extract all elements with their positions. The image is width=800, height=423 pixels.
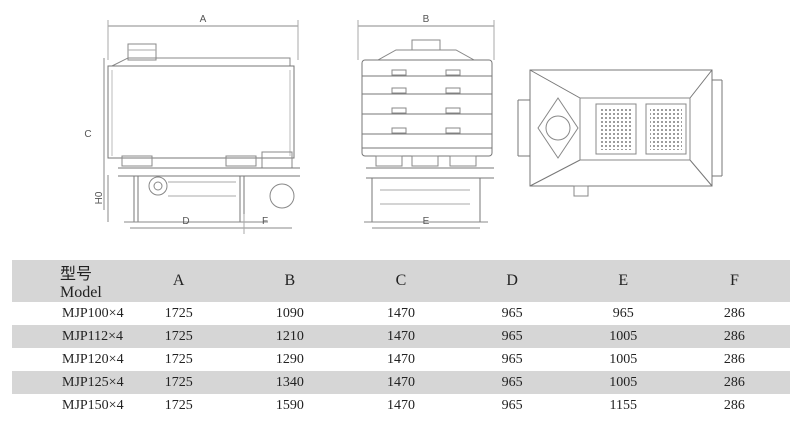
dim-c-label: C <box>84 129 91 140</box>
table-row: MJP150×4 1725 1590 1470 965 1155 286 <box>12 394 790 417</box>
table-row: MJP125×4 1725 1340 1470 965 1005 286 <box>12 371 790 394</box>
model-cell: MJP100×4 <box>62 305 124 321</box>
table-cell: 965 <box>501 397 523 413</box>
model-cell: MJP125×4 <box>12 371 124 394</box>
model-cell: MJP150×4 <box>62 397 124 413</box>
table-cell: 1725 <box>123 325 235 348</box>
table-cell: 286 <box>678 325 790 348</box>
table-cell: 1090 <box>275 305 304 321</box>
table-cell: 1590 <box>275 397 304 413</box>
dim-height-label: H0 <box>94 191 105 204</box>
table-cell: 1470 <box>386 351 415 367</box>
perforated-plate-right <box>645 103 687 155</box>
table-cell: 1340 <box>234 371 346 394</box>
perforated-plate-left <box>595 103 637 155</box>
table-cell: 1470 <box>386 305 415 321</box>
table-cell: 1725 <box>164 305 193 321</box>
top-view <box>517 69 723 197</box>
table-cell: 1005 <box>567 325 679 348</box>
table-cell: 1470 <box>386 397 415 413</box>
header-cell: B <box>234 260 346 302</box>
header-cell: D <box>456 260 568 302</box>
side-view: B E <box>357 14 495 229</box>
table-cell: 1210 <box>234 325 346 348</box>
table-cell: 965 <box>501 305 523 321</box>
table-cell: 1290 <box>275 351 304 367</box>
table-cell: 965 <box>501 351 523 367</box>
table-row: MJP100×4 1725 1090 1470 965 965 286 <box>12 302 790 325</box>
table-header-row: 型号Model A B C D E F <box>12 260 790 302</box>
table-cell: 1725 <box>164 397 193 413</box>
header-cell: F <box>678 260 790 302</box>
table-cell: 286 <box>678 371 790 394</box>
table-cell: 286 <box>723 351 745 367</box>
header-cell: 型号Model <box>12 260 124 302</box>
dim-d-label: D <box>182 216 189 227</box>
table-cell: 286 <box>723 305 745 321</box>
dim-b-label: B <box>423 14 430 25</box>
table-cell: 1005 <box>567 371 679 394</box>
front-view: A C H0 D F <box>84 14 300 234</box>
table-cell: 1725 <box>123 371 235 394</box>
header-cell: A <box>123 260 235 302</box>
table-cell: 1470 <box>345 371 457 394</box>
dim-f-label: F <box>262 216 268 227</box>
table-cell: 286 <box>723 397 745 413</box>
table-cell: 1005 <box>609 351 638 367</box>
table-cell: 965 <box>456 371 568 394</box>
spec-table: 型号Model A B C D E F MJP100×4 1725 1090 1… <box>12 260 790 417</box>
model-cell: MJP112×4 <box>12 325 124 348</box>
header-cell: E <box>567 260 679 302</box>
table-cell: 1155 <box>609 397 638 413</box>
model-cell: MJP120×4 <box>62 351 124 367</box>
header-cell: C <box>345 260 457 302</box>
table-cell: 1725 <box>164 351 193 367</box>
dim-e-label: E <box>423 216 430 227</box>
table-cell: 1470 <box>345 325 457 348</box>
table-row: MJP112×4 1725 1210 1470 965 1005 286 <box>12 325 790 348</box>
table-row: MJP120×4 1725 1290 1470 965 1005 286 <box>12 348 790 371</box>
table-cell: 965 <box>456 325 568 348</box>
technical-drawings: A C H0 D F <box>84 14 723 234</box>
dim-a-label: A <box>200 14 207 25</box>
table-cell: 965 <box>612 305 634 321</box>
